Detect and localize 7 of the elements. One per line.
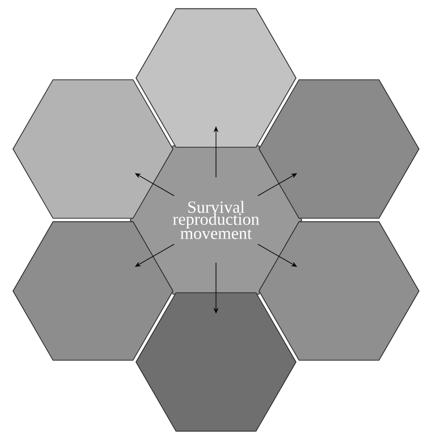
- hexagon-cell: [136, 8, 296, 148]
- hexagon-cell: Survival reproduction movement: [130, 145, 302, 295]
- hexagon-cell: [12, 79, 174, 219]
- hexagon-cell: [258, 79, 420, 219]
- hexagon-cell: [136, 292, 296, 432]
- hexagon-cell: [12, 221, 174, 361]
- hexagon-cell: [258, 221, 420, 361]
